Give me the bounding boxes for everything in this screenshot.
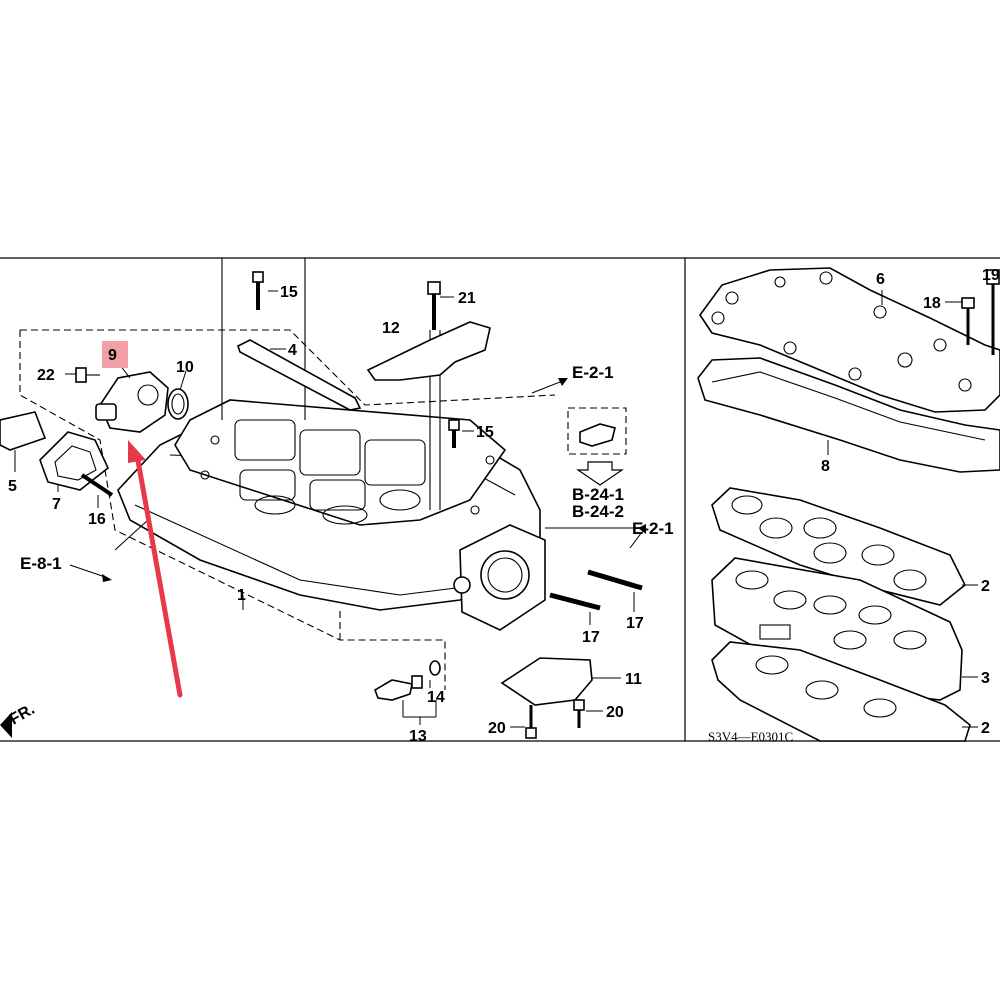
front-direction-indicator: [0, 712, 12, 738]
label-part-9: 9: [108, 347, 117, 364]
hose-fitting-callout: [567, 407, 627, 455]
ref-e21-bottom: E-2-1: [632, 519, 674, 538]
gasket-strip-part-4: [237, 339, 362, 411]
ref-arrow-e21-bottom: [545, 527, 646, 549]
label-part-4: 4: [288, 342, 297, 359]
label-part-18: 18: [923, 295, 941, 312]
bolt-part-20-a: [525, 705, 537, 739]
bolt-part-15-middle: [448, 419, 460, 448]
manifold-gasket-part-2-lower: [711, 641, 971, 742]
down-arrow-outline: [576, 461, 624, 486]
label-part-2-lower: 2: [981, 720, 990, 737]
drawing-code: S3V4—E0301C: [708, 729, 793, 744]
ref-e81: E-8-1: [20, 554, 62, 573]
bolt-part-19: [986, 269, 1000, 355]
label-part-13: 13: [409, 728, 427, 745]
ref-b241: B-24-1: [572, 485, 624, 504]
label-part-12: 12: [382, 320, 400, 337]
bolt-part-22: [75, 367, 100, 383]
part-9-highlight: [102, 341, 128, 368]
cylinder-cover-part-6: [699, 267, 1000, 413]
o-ring-part-10: [167, 388, 189, 420]
bolt-part-21: [427, 281, 441, 330]
intake-spacer-part-3: [711, 557, 963, 701]
bolt-part-18: [961, 297, 975, 345]
assembly-boundary: [19, 329, 556, 690]
label-part-17-b: 17: [626, 615, 644, 632]
sensor-part-13: [374, 675, 423, 701]
stud-part-16: [80, 473, 114, 497]
label-part-20-a: 20: [488, 720, 506, 737]
label-part-15-top: 15: [280, 284, 298, 301]
ref-b242: B-24-2: [572, 502, 624, 521]
intake-manifold-group: [117, 258, 546, 631]
iac-valve-part-9: [95, 371, 169, 433]
ref-arrow-e21-top: [531, 379, 566, 394]
label-part-20-b: 20: [606, 704, 624, 721]
stud-part-17-a: [549, 592, 601, 611]
label-part-14: 14: [427, 689, 445, 706]
label-part-3: 3: [981, 670, 990, 687]
ref-e21-top: E-2-1: [572, 363, 614, 382]
bracket-part-12: [366, 321, 491, 381]
washer-part-14: [429, 660, 441, 676]
label-part-15-middle: 15: [476, 424, 494, 441]
label-part-8: 8: [821, 458, 830, 475]
label-part-19: 19: [982, 267, 1000, 284]
label-part-17-a: 17: [582, 629, 600, 646]
label-part-22: 22: [37, 367, 55, 384]
label-part-21: 21: [458, 290, 476, 307]
bracket-part-11: [500, 657, 593, 706]
cover-gasket-part-8: [697, 357, 1000, 473]
label-part-7: 7: [52, 496, 61, 513]
gasket-part-7: [39, 431, 109, 491]
bolt-part-20-b: [573, 699, 585, 728]
bolt-part-15-top: [252, 271, 264, 310]
label-part-6: 6: [876, 271, 885, 288]
highlight-pointer-arrow: [128, 440, 183, 698]
cover-plate-part-5: [0, 411, 47, 451]
label-part-16: 16: [88, 511, 106, 528]
label-part-1: 1: [237, 587, 246, 604]
ref-arrow-e81: [69, 564, 109, 579]
label-part-11: 11: [625, 671, 642, 688]
label-part-5: 5: [8, 478, 17, 495]
stud-part-17-b: [587, 569, 643, 591]
label-part-2-upper: 2: [981, 578, 990, 595]
label-part-10: 10: [176, 359, 194, 376]
